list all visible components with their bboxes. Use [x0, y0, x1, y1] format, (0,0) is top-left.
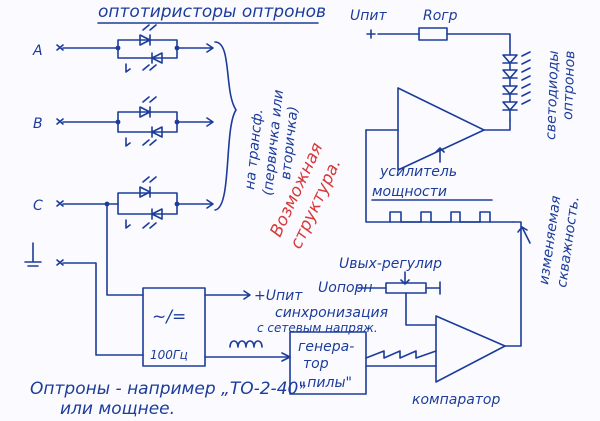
pwm-signal — [389, 211, 491, 223]
resistor — [418, 27, 448, 41]
optotriac-c-light — [142, 176, 157, 229]
label-generator-2: тор — [303, 356, 329, 372]
optotriac-b-light — [142, 96, 157, 146]
led-light-rays — [521, 51, 531, 105]
wire-psu-supply — [204, 290, 251, 300]
comparator — [435, 315, 506, 383]
transformer-brace — [214, 41, 237, 211]
label-input-a: A — [32, 43, 43, 59]
wire-c-psu — [106, 203, 144, 296]
optotriac-a-frame — [117, 39, 178, 59]
optotriac-c-diodes — [139, 186, 163, 220]
wire-comp-out — [504, 221, 522, 347]
sawtooth-generator — [289, 331, 367, 395]
wire-resistor-leds — [446, 33, 511, 56]
power-amplifier — [397, 87, 485, 171]
label-u-supply-top: Uпит — [350, 8, 387, 24]
duty-pointer — [517, 226, 531, 244]
label-psu: ~/= — [152, 307, 186, 327]
terminal-ground — [56, 259, 64, 266]
label-comparator: компаратор — [412, 392, 501, 408]
label-amplifier-2: мощности — [372, 184, 447, 200]
wire-leds-amp — [483, 119, 511, 131]
optotriac-c-gate — [125, 219, 131, 229]
optotriac-a-gate — [125, 63, 131, 73]
label-leds-1: светодиоды — [543, 50, 562, 140]
ground-symbol — [24, 242, 42, 267]
plus-sign — [366, 29, 376, 39]
terminal-c — [56, 200, 64, 207]
label-sync-1: синхронизация — [275, 305, 388, 321]
amp-control-arrow — [435, 147, 445, 163]
psu-block — [142, 287, 206, 367]
label-input-c: C — [33, 198, 43, 214]
label-amplifier-1: усилитель — [379, 164, 457, 180]
label-generator-3: „пилы" — [300, 375, 352, 391]
label-u-supply-psu: +Uпит — [254, 288, 303, 304]
label-input-b: B — [33, 116, 43, 132]
sawtooth-signal — [365, 350, 437, 359]
label-optotriacs: оптотиристоры оптронов — [98, 2, 326, 22]
label-freq: 100Гц — [150, 348, 188, 362]
potentiometer — [385, 282, 427, 294]
label-note-2: или мощнее. — [60, 399, 175, 419]
wire-pot-comp — [405, 292, 437, 326]
led-1 — [502, 54, 518, 64]
optotriac-b-diodes — [139, 106, 163, 138]
label-generator-1: генера- — [298, 339, 354, 355]
label-to-transformer-3: вторичка) — [278, 105, 302, 180]
optotriac-a-light — [142, 24, 157, 71]
led-4 — [502, 101, 518, 111]
terminal-b — [56, 118, 64, 125]
optotriac-b-gate — [125, 137, 131, 147]
wire-a-out — [176, 43, 214, 53]
pot-ground — [425, 281, 441, 295]
led-2 — [502, 69, 518, 79]
wire-ground-psu — [62, 262, 144, 356]
terminal-a — [56, 44, 64, 51]
optotriac-a-diodes — [139, 34, 163, 64]
optotriac-b-frame — [117, 111, 178, 133]
optotriac-c-frame — [117, 192, 178, 215]
led-3 — [502, 85, 518, 95]
wire-b-out — [176, 117, 214, 127]
label-sync-2: с сетевым напряж. — [257, 321, 378, 335]
label-u-ref: Uопорн — [318, 280, 373, 296]
label-note-1: Оптроны - например „ТО-2-40" — [30, 379, 306, 399]
reg-arrow — [400, 271, 410, 285]
wire-c-out — [176, 199, 214, 209]
sync-coil — [229, 340, 263, 348]
label-leds-2: оптронов — [560, 50, 578, 120]
label-resistor: Rогр — [423, 8, 458, 24]
label-u-out-reg: Uвых-регулир — [339, 256, 442, 272]
led-chain — [502, 51, 531, 121]
